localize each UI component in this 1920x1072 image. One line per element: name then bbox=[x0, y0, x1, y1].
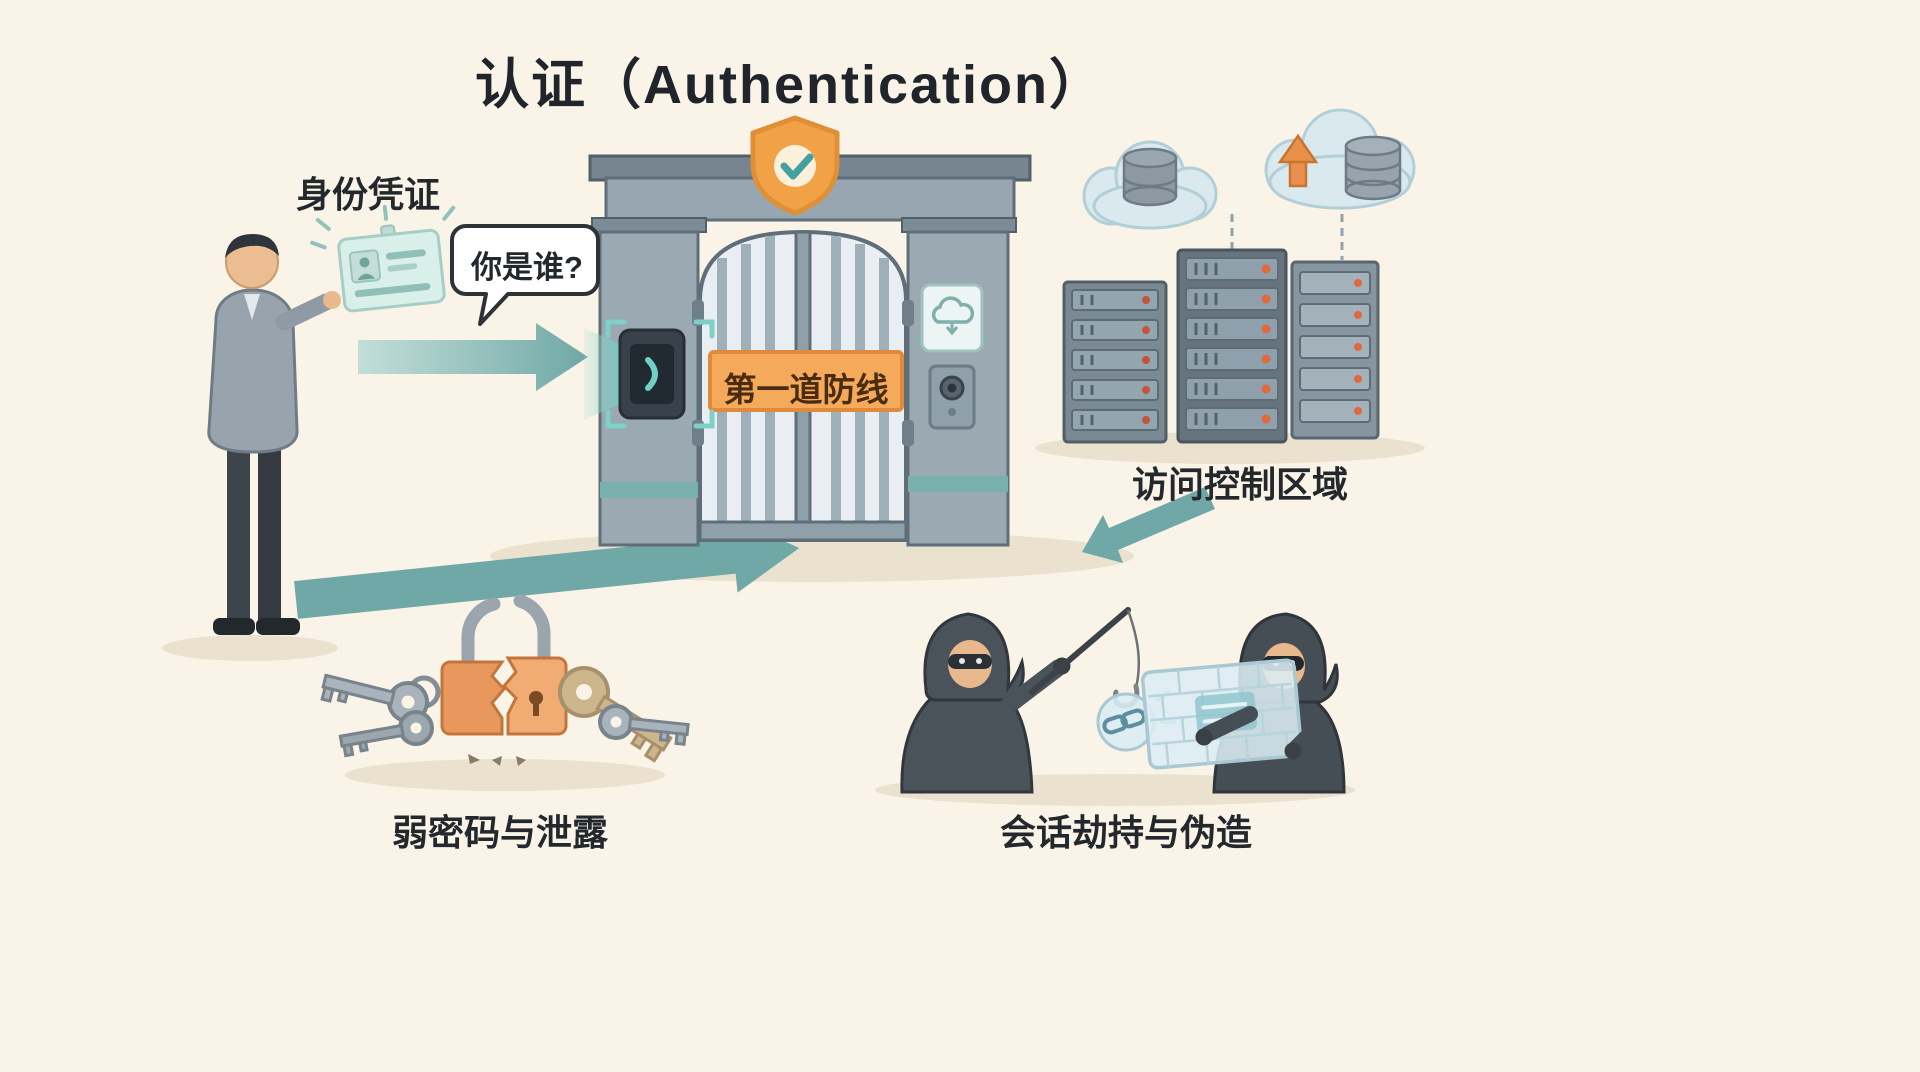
database-icon bbox=[1122, 147, 1178, 207]
link-icon bbox=[1102, 708, 1146, 735]
glass-panel-icon bbox=[1141, 658, 1303, 770]
hacker-figure-right bbox=[1141, 612, 1346, 794]
server-tower-icon bbox=[1062, 280, 1168, 444]
server-tower-icon bbox=[1290, 260, 1380, 440]
label-session-hijack: 会话劫持与伪造 bbox=[999, 812, 1252, 853]
key-icon bbox=[338, 710, 434, 758]
keys bbox=[320, 666, 690, 763]
cloud-icon bbox=[931, 296, 975, 324]
label-credential: 身份凭证 bbox=[296, 174, 441, 215]
speech-bubble bbox=[450, 224, 600, 326]
eye-mask-icon bbox=[948, 654, 992, 669]
cloud-right bbox=[1264, 108, 1416, 210]
hacker-figure-left bbox=[900, 607, 1176, 794]
banner-label: 第一道防线 bbox=[723, 371, 889, 408]
arrow-access-flow bbox=[1082, 487, 1215, 563]
shield-check-icon bbox=[750, 115, 840, 216]
label-weak-password: 弱密码与泄露 bbox=[391, 812, 608, 853]
fishing-rod-icon bbox=[1029, 607, 1131, 695]
gate bbox=[584, 115, 1032, 547]
speech-bubble-text: 你是谁? bbox=[471, 250, 583, 285]
page-title: 认证（Authentication） bbox=[475, 55, 1105, 115]
upload-arrow-icon bbox=[1277, 133, 1319, 188]
card-reader-icon bbox=[584, 319, 715, 429]
database-icon bbox=[1344, 135, 1402, 201]
label-access-area: 访问控制区域 bbox=[1131, 464, 1348, 505]
person-figure bbox=[207, 234, 341, 635]
server-racks bbox=[1062, 200, 1380, 444]
broken-lock-icon bbox=[440, 594, 568, 766]
id-badge-icon bbox=[310, 204, 467, 313]
key-icon bbox=[320, 673, 429, 723]
glass-circle-icon bbox=[1096, 690, 1176, 752]
arrow-credential-flow bbox=[358, 323, 588, 391]
camera-icon bbox=[928, 364, 976, 430]
server-tower-icon bbox=[1176, 248, 1288, 444]
key-icon bbox=[598, 704, 690, 746]
defense-banner bbox=[708, 350, 904, 412]
cloud-left bbox=[1082, 140, 1218, 230]
intercom-icon bbox=[920, 283, 984, 353]
